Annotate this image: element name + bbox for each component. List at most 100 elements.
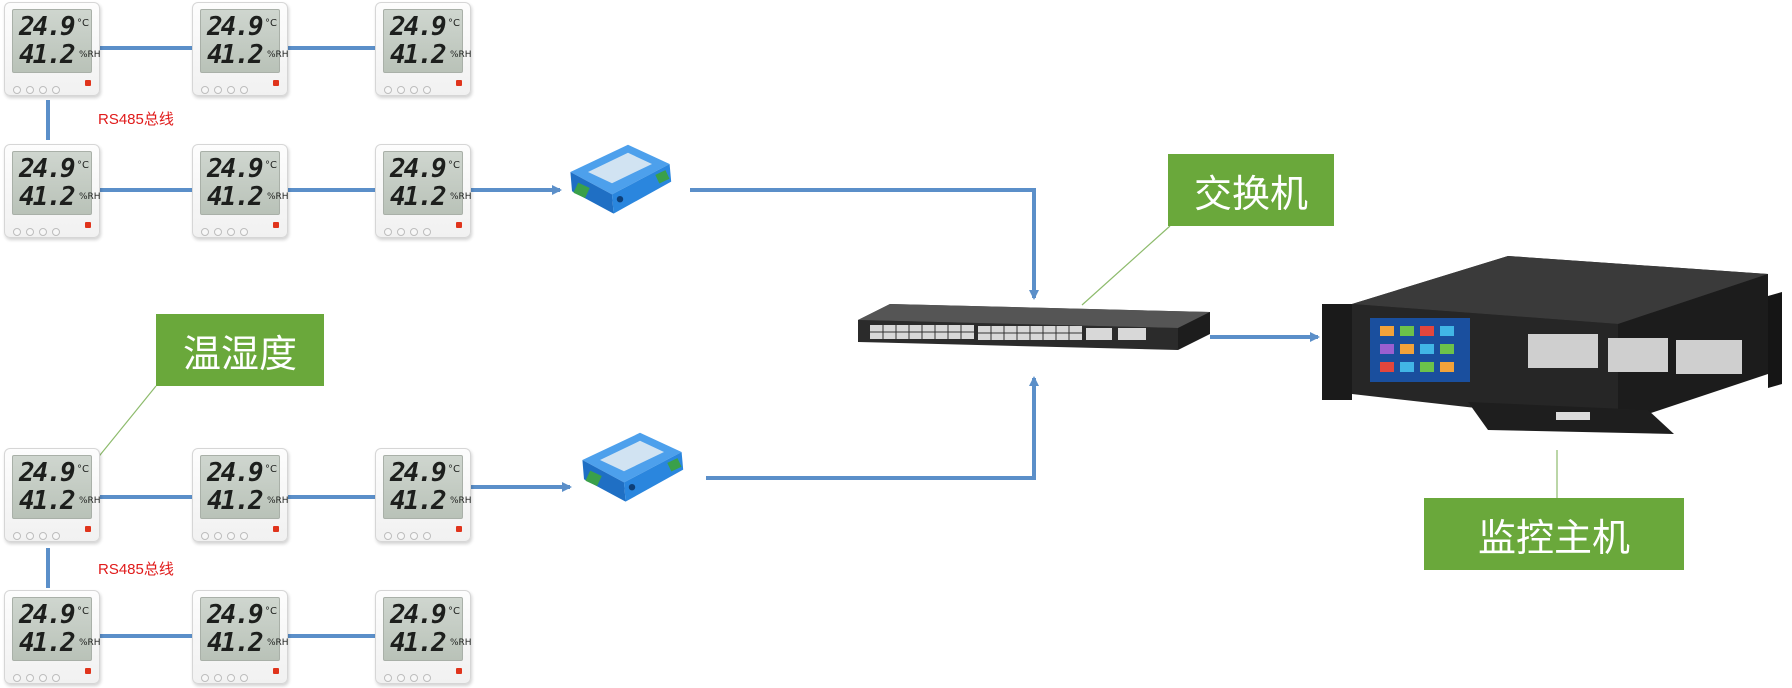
status-led-icon: [456, 526, 462, 532]
humidity-unit: %RH: [79, 50, 101, 60]
status-led-icon: [273, 222, 279, 228]
sensor-keys: [384, 221, 460, 236]
status-led-icon: [456, 668, 462, 674]
sensor-device: 24.9 °C 41.2 %RH: [192, 144, 289, 238]
humidity-unit: %RH: [79, 638, 101, 648]
temperature-readout: 24.9: [207, 600, 264, 630]
sensor-keys: [384, 667, 460, 682]
pointer-line-switch: [1081, 225, 1171, 306]
humidity-readout: 41.2: [207, 40, 264, 70]
sensor-lcd: 24.9 °C 41.2 %RH: [200, 151, 289, 215]
sensor-device: 24.9 °C 41.2 %RH: [375, 2, 472, 96]
temperature-unit: °C: [448, 160, 460, 171]
temperature-readout: 24.9: [390, 12, 447, 42]
rack-monitoring-host-icon: [1322, 256, 1782, 434]
temperature-unit: °C: [77, 160, 89, 171]
sensor-keys: [384, 79, 460, 94]
temperature-unit: °C: [448, 18, 460, 29]
rs485-converter-icon: [570, 144, 672, 214]
temperature-unit: °C: [265, 606, 277, 617]
temperature-unit: °C: [448, 606, 460, 617]
status-led-icon: [85, 80, 91, 86]
sensor-lcd: 24.9 °C 41.2 %RH: [12, 455, 101, 519]
sensor-group-label: 温湿度: [156, 314, 324, 386]
temperature-unit: °C: [448, 464, 460, 475]
sensor-lcd: 24.9 °C 41.2 %RH: [12, 597, 101, 661]
humidity-unit: %RH: [79, 192, 101, 202]
humidity-unit: %RH: [450, 192, 472, 202]
bus-label-bottom: RS485总线: [98, 561, 174, 578]
status-led-icon: [456, 80, 462, 86]
humidity-unit: %RH: [267, 638, 289, 648]
temperature-readout: 24.9: [390, 458, 447, 488]
sensor-keys: [13, 221, 89, 236]
status-led-icon: [456, 222, 462, 228]
status-led-icon: [85, 222, 91, 228]
humidity-readout: 41.2: [19, 40, 76, 70]
humidity-readout: 41.2: [390, 486, 447, 516]
humidity-unit: %RH: [267, 50, 289, 60]
sensor-device: 24.9 °C 41.2 %RH: [192, 448, 289, 542]
status-led-icon: [273, 668, 279, 674]
temperature-readout: 24.9: [19, 12, 76, 42]
humidity-readout: 41.2: [19, 182, 76, 212]
sensor-keys: [384, 525, 460, 540]
temperature-readout: 24.9: [207, 154, 264, 184]
humidity-readout: 41.2: [19, 628, 76, 658]
temperature-readout: 24.9: [390, 600, 447, 630]
converter-to-switch-bottom: [706, 376, 1039, 480]
humidity-unit: %RH: [267, 192, 289, 202]
temperature-readout: 24.9: [19, 600, 76, 630]
humidity-unit: %RH: [450, 496, 472, 506]
sensor-lcd: 24.9 °C 41.2 %RH: [200, 9, 289, 73]
humidity-unit: %RH: [267, 496, 289, 506]
status-led-icon: [273, 526, 279, 532]
humidity-readout: 41.2: [207, 628, 264, 658]
sensor-keys: [201, 79, 277, 94]
humidity-unit: %RH: [79, 496, 101, 506]
sensor-lcd: 24.9 °C 41.2 %RH: [383, 597, 472, 661]
sensor-device: 24.9 °C 41.2 %RH: [4, 448, 101, 542]
bus-label-top: RS485总线: [98, 111, 174, 128]
temperature-unit: °C: [77, 464, 89, 475]
sensor-lcd: 24.9 °C 41.2 %RH: [12, 9, 101, 73]
humidity-readout: 41.2: [19, 486, 76, 516]
sensor-lcd: 24.9 °C 41.2 %RH: [200, 597, 289, 661]
sensor-lcd: 24.9 °C 41.2 %RH: [383, 455, 472, 519]
temperature-unit: °C: [265, 160, 277, 171]
temperature-unit: °C: [265, 464, 277, 475]
humidity-readout: 41.2: [390, 628, 447, 658]
sensor-keys: [201, 667, 277, 682]
temperature-unit: °C: [77, 606, 89, 617]
sensor-device: 24.9 °C 41.2 %RH: [4, 2, 101, 96]
humidity-readout: 41.2: [390, 40, 447, 70]
sensor-device: 24.9 °C 41.2 %RH: [4, 590, 101, 684]
status-led-icon: [85, 526, 91, 532]
status-led-icon: [85, 668, 91, 674]
network-switch-icon: [858, 304, 1210, 350]
temperature-unit: °C: [77, 18, 89, 29]
temperature-readout: 24.9: [390, 154, 447, 184]
host-label: 监控主机: [1424, 498, 1684, 570]
pointer-line-sensor: [95, 385, 157, 461]
sensor-lcd: 24.9 °C 41.2 %RH: [383, 151, 472, 215]
temperature-readout: 24.9: [19, 154, 76, 184]
humidity-readout: 41.2: [390, 182, 447, 212]
sensor-device: 24.9 °C 41.2 %RH: [375, 590, 472, 684]
sensor-device: 24.9 °C 41.2 %RH: [4, 144, 101, 238]
sensor-device: 24.9 °C 41.2 %RH: [192, 590, 289, 684]
status-led-icon: [273, 80, 279, 86]
humidity-readout: 41.2: [207, 486, 264, 516]
sensor-device: 24.9 °C 41.2 %RH: [375, 448, 472, 542]
sensor-lcd: 24.9 °C 41.2 %RH: [383, 9, 472, 73]
sensor-device: 24.9 °C 41.2 %RH: [192, 2, 289, 96]
sensor-keys: [201, 525, 277, 540]
temperature-readout: 24.9: [207, 458, 264, 488]
sensor-keys: [201, 221, 277, 236]
humidity-unit: %RH: [450, 50, 472, 60]
temperature-unit: °C: [265, 18, 277, 29]
sensor-keys: [13, 525, 89, 540]
sensor-lcd: 24.9 °C 41.2 %RH: [12, 151, 101, 215]
